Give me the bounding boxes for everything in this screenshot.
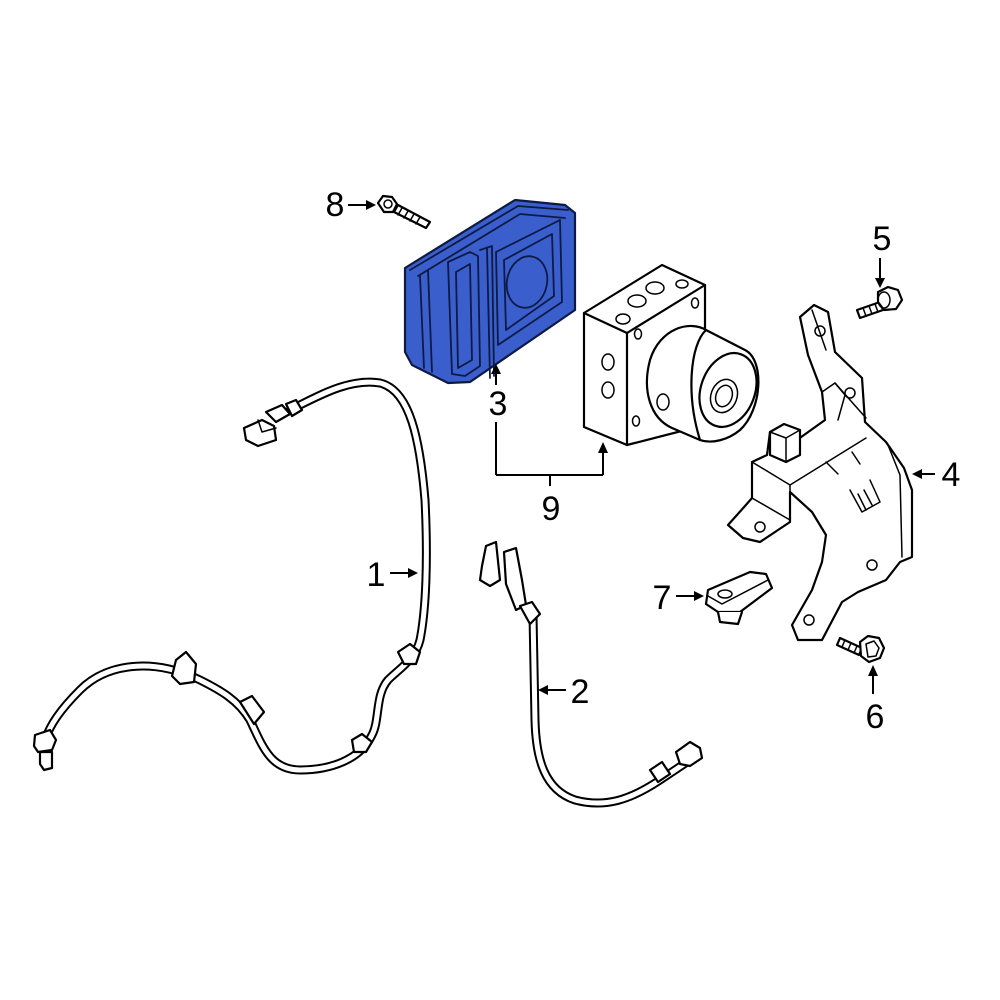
insulator[interactable] (704, 570, 774, 626)
abs-hydraulic-unit[interactable] (582, 263, 766, 447)
svg-text:2: 2 (571, 673, 590, 711)
front-sensor-harness[interactable] (32, 377, 431, 775)
callout-6: 6 (866, 665, 885, 736)
callout-3: 3 (489, 364, 608, 486)
callout-8: 8 (326, 186, 376, 224)
callout-9: 9 (542, 490, 561, 528)
mounting-bracket[interactable] (726, 303, 914, 642)
bracket-bolt-lower[interactable] (835, 634, 886, 664)
bracket-bolt-upper[interactable] (855, 285, 904, 320)
module-screw[interactable] (376, 194, 432, 230)
callout-2: 2 (538, 673, 589, 711)
svg-text:7: 7 (653, 579, 672, 617)
svg-text:8: 8 (326, 186, 345, 224)
callout-1: 1 (367, 556, 418, 594)
abs-control-module[interactable] (403, 198, 577, 385)
svg-text:6: 6 (866, 698, 885, 736)
svg-text:9: 9 (542, 490, 561, 528)
rear-sensor[interactable] (478, 540, 704, 808)
svg-text:1: 1 (367, 556, 386, 594)
callout-5: 5 (873, 220, 892, 288)
callout-7: 7 (653, 579, 704, 617)
svg-text:5: 5 (873, 220, 892, 258)
svg-text:3: 3 (489, 385, 508, 423)
callout-4: 4 (912, 456, 960, 494)
svg-text:4: 4 (942, 456, 961, 494)
